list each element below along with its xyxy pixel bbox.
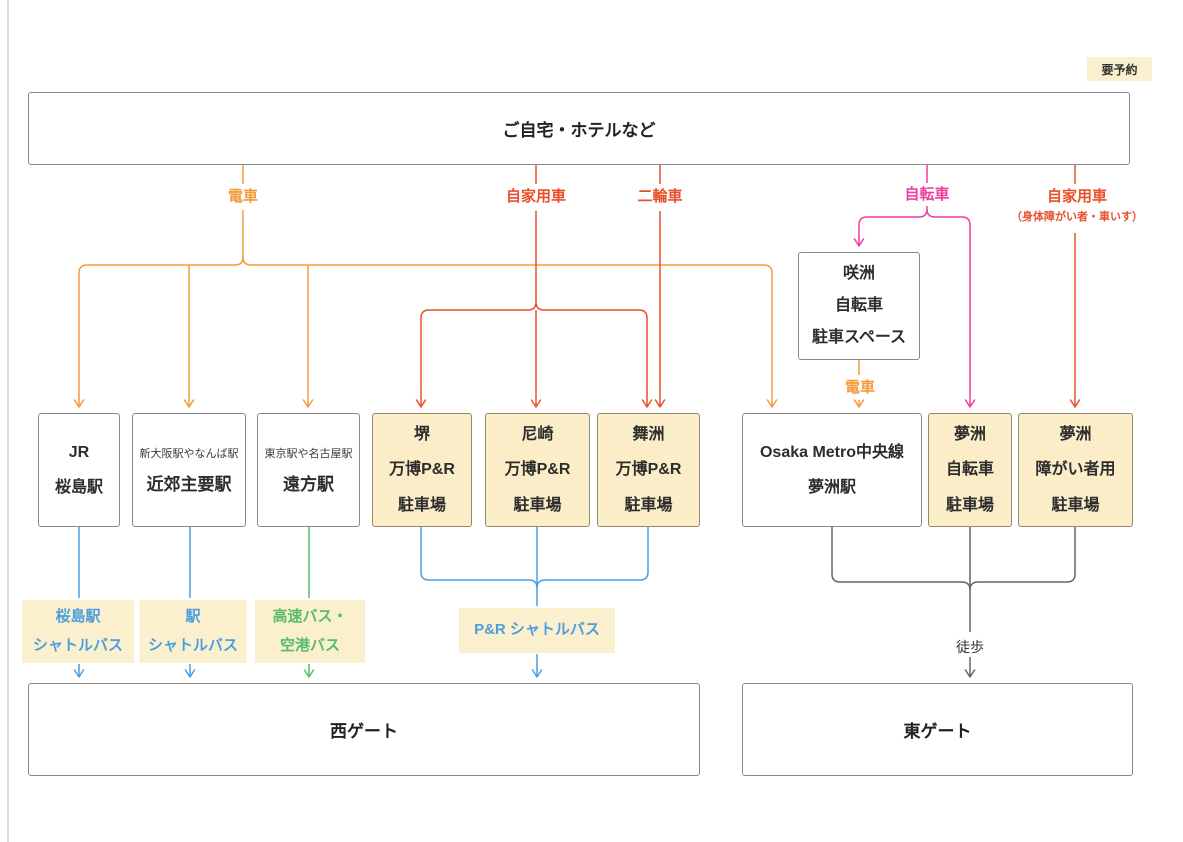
node-amagasaki-pr-parking: 尼崎 万博P&R 駐車場 bbox=[485, 413, 590, 527]
node-note: 東京駅や名古屋駅 bbox=[264, 448, 353, 460]
node-line: 夢洲 bbox=[953, 426, 986, 444]
node-jr-sakurajima-station: JR 桜島駅 bbox=[38, 413, 120, 527]
node-line: 障がい者用 bbox=[1035, 461, 1116, 479]
node-sakai-pr-parking: 堺 万博P&R 駐車場 bbox=[372, 413, 472, 527]
walk-label: 徒歩 bbox=[956, 639, 984, 655]
edge-label-accessible-car-main: 自家用車 bbox=[1046, 188, 1107, 205]
node-yumeshima-accessible-parking: 夢洲 障がい者用 駐車場 bbox=[1018, 413, 1133, 527]
shuttle-label-station: 駅 シャトルバス bbox=[139, 600, 247, 663]
page-edge-line bbox=[7, 0, 9, 842]
node-line: JR bbox=[68, 443, 90, 461]
shuttle-line: 駅 bbox=[185, 608, 201, 625]
shuttle-label-pr: P&R シャトルバス bbox=[459, 608, 615, 653]
node-line: 万博P&R bbox=[389, 461, 455, 479]
shuttle-line: P&R シャトルバス bbox=[474, 621, 600, 639]
bus-label-highway-airport: 高速バス・ 空港バス bbox=[255, 600, 365, 663]
node-line: 夢洲駅 bbox=[807, 479, 856, 496]
node-distant-stations: 東京駅や名古屋駅 遠方駅 bbox=[257, 413, 360, 527]
node-line: 自転車 bbox=[945, 461, 994, 479]
node-origin-home-hotel: ご自宅・ホテルなど bbox=[28, 92, 1130, 165]
node-line: 夢洲 bbox=[1059, 426, 1092, 444]
shuttle-line: シャトルバス bbox=[147, 636, 238, 654]
gate-west: 西ゲート bbox=[28, 683, 700, 776]
node-line: 駐車場 bbox=[513, 496, 562, 514]
node-line: 万博P&R bbox=[615, 461, 682, 479]
node-line: 駐車スペース bbox=[811, 329, 907, 346]
node-line: 駐車場 bbox=[624, 496, 673, 514]
node-name: 近郊主要駅 bbox=[146, 475, 232, 494]
node-suburban-major-stations: 新大阪駅やなんば駅 近郊主要駅 bbox=[132, 413, 246, 527]
node-line: Osaka Metro中央線 bbox=[759, 443, 905, 461]
node-sakishima-bicycle-space: 咲洲 自転車 駐車スペース bbox=[798, 252, 920, 360]
node-maishima-pr-parking: 舞洲 万博P&R 駐車場 bbox=[597, 413, 700, 527]
bus-line: 高速バス・ bbox=[272, 608, 348, 625]
gate-east: 東ゲート bbox=[742, 683, 1133, 776]
node-line: 自転車 bbox=[834, 297, 883, 314]
node-line: 堺 bbox=[413, 426, 430, 444]
node-line: 尼崎 bbox=[521, 426, 554, 444]
edge-label-accessible-car: 自家用車 （身体障がい者・車いす） bbox=[1011, 188, 1143, 223]
bus-line: 空港バス bbox=[279, 636, 340, 654]
edge-label-bicycle: 自転車 bbox=[904, 186, 950, 203]
shuttle-line: シャトルバス bbox=[32, 636, 123, 654]
node-line: 駐車場 bbox=[945, 496, 994, 514]
node-line: 咲洲 bbox=[842, 265, 875, 282]
edge-label-train: 電車 bbox=[227, 188, 259, 205]
node-yumeshima-bicycle-parking: 夢洲 自転車 駐車場 bbox=[928, 413, 1012, 527]
edge-label-private-car: 自家用車 bbox=[505, 188, 567, 205]
shuttle-label-sakurajima: 桜島駅 シャトルバス bbox=[22, 600, 134, 663]
node-line: 万博P&R bbox=[504, 461, 571, 479]
node-name: 遠方駅 bbox=[283, 475, 334, 494]
edge-label-accessible-car-note: （身体障がい者・車いす） bbox=[1011, 210, 1143, 223]
edge-label-motorcycle: 二輪車 bbox=[637, 188, 683, 205]
node-line: 駐車場 bbox=[397, 496, 446, 514]
node-note: 新大阪駅やなんば駅 bbox=[139, 448, 239, 460]
node-line: 駐車場 bbox=[1051, 496, 1100, 514]
node-line: 桜島駅 bbox=[54, 479, 103, 496]
node-osaka-metro-yumeshima-station: Osaka Metro中央線 夢洲駅 bbox=[742, 413, 922, 527]
reservation-required-badge: 要予約 bbox=[1087, 57, 1152, 81]
node-line: 舞洲 bbox=[632, 426, 665, 444]
edge-label-train-from-sakishima: 電車 bbox=[844, 379, 876, 396]
shuttle-line: 桜島駅 bbox=[55, 608, 101, 625]
